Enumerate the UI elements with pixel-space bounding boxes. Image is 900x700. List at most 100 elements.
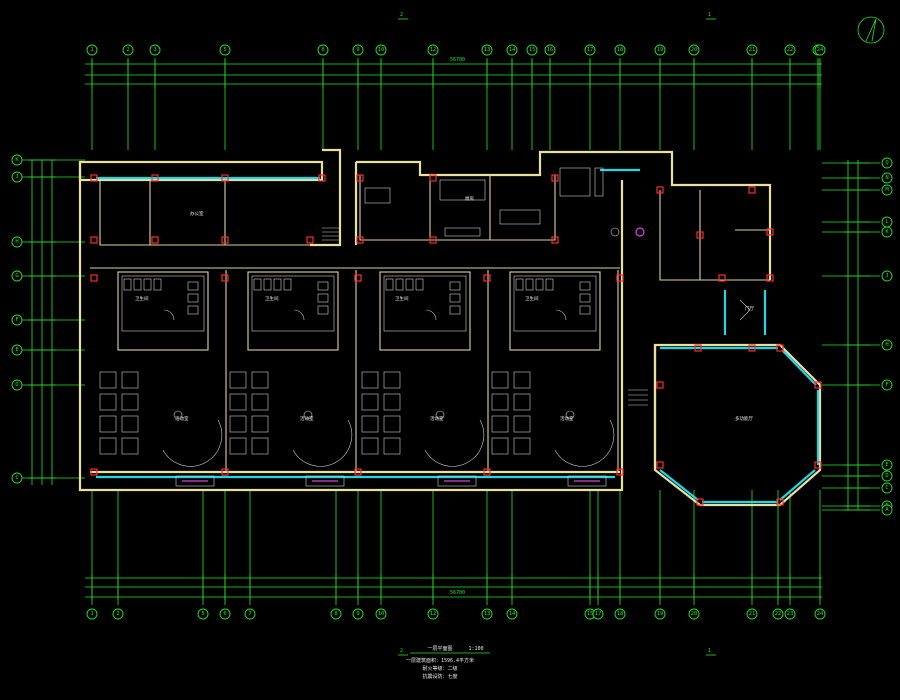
column-marker [354,468,362,476]
axis-label: 12 [430,47,437,53]
room-label: 活动室 [430,415,444,422]
column-marker [221,174,229,182]
column-marker [776,344,784,352]
axis-label: 19 [657,611,664,617]
axis-label: 2 [126,47,129,53]
column-marker [90,468,98,476]
total-dimension-bottom: 56700 [450,590,465,596]
axis-bubble-left: J [11,171,23,183]
room-label: 卫生间 [525,295,539,302]
north-arrow-icon [857,16,885,44]
column-marker [616,468,624,476]
classroom-unit [229,270,357,487]
axis-label: F [885,382,888,388]
room-label: 卫生间 [265,295,279,302]
axis-label: F [15,317,18,323]
drawing-scale: 1:100 [468,646,483,652]
building-walls [78,148,822,507]
axis-bubble-top: 8 [317,44,329,56]
axis-label: 10 [378,611,385,617]
column-marker [151,236,159,244]
column-marker [90,274,98,282]
axis-label: C [15,475,18,481]
axis-label: K [885,229,889,235]
room-label: 多功能厅 [735,415,753,422]
column-marker [766,228,774,236]
axis-bubble-right: E [881,459,893,471]
axis-label: 21 [749,611,756,617]
axis-bubble-left: E [11,344,23,356]
column-marker [151,174,159,182]
axis-label: K [15,157,19,163]
axis-label: 9 [356,611,359,617]
axis-bubble-top: 1 [86,44,98,56]
axis-label: 2 [116,611,119,617]
drawing-title-block: 一层平面图 1:100 一层建筑面积：1596.4平方米 耐火等级：二级 抗震设… [406,646,490,680]
axis-label: 17 [587,47,594,53]
axis-bubble-left: H [11,236,23,248]
axis-bubble-top: 13 [481,44,493,56]
column-marker [429,236,437,244]
axis-label: D [885,473,888,479]
column-marker [656,461,664,469]
axis-bubble-bottom: 18 [614,608,626,620]
axis-label: 17 [595,611,602,617]
axis-label: 9 [356,47,359,53]
classroom-units [99,270,619,487]
axis-label: 15 [529,47,536,53]
column-marker [696,498,704,506]
column-marker [748,186,756,194]
room-label: 门厅 [745,305,754,312]
axis-bubble-left: K [11,154,23,166]
total-dimension-top: 56700 [450,57,465,63]
axis-bubble-top: 15 [526,44,538,56]
axis-grid: 1235891012131415161718192021222324125678… [11,44,893,620]
column-marker [356,174,364,182]
axis-label: 8 [334,611,337,617]
column-marker [718,274,726,282]
axis-bubble-right: F [881,379,893,391]
axis-bubble-top: 18 [614,44,626,56]
axis-bubble-top: 9 [352,44,364,56]
axis-label: M [885,187,889,193]
column-marker [483,468,491,476]
axis-bubble-bottom: 23 [784,608,796,620]
axis-bubble-top: 22 [784,44,796,56]
axis-label: N [885,175,888,181]
axis-label: 7 [248,611,251,617]
column-marker [656,381,664,389]
column-marker [318,174,326,182]
axis-bubble-bottom: 24 [814,608,826,620]
drawing-title: 一层平面图 [427,646,452,652]
axis-label: E [15,347,18,353]
column-marker [656,186,664,194]
axis-label: L [885,219,889,225]
note-2: 耐火等级：二级 [422,665,457,672]
svg-text:2: 2 [400,12,403,18]
axis-label: H [885,342,888,348]
axis-bubble-left: C [11,472,23,484]
axis-bubble-left: D [11,379,23,391]
dimension-ticks [28,60,870,600]
column-marker [696,231,704,239]
axis-bubble-top: 5 [219,44,231,56]
note-3: 抗震设防：七度 [422,673,457,680]
column-marker [748,344,756,352]
column-marker [221,274,229,282]
axis-label: A [885,507,889,513]
axis-bubble-bottom: 20 [688,608,700,620]
structural-columns [90,174,822,506]
axis-bubble-bottom: 12 [427,608,439,620]
axis-bubble-top: 12 [427,44,439,56]
axis-label: 19 [657,47,664,53]
axis-label: 8 [321,47,324,53]
room-label: 卫生间 [135,295,149,302]
axis-label: D [15,382,18,388]
axis-bubble-top: 2 [122,44,134,56]
axis-bubble-right: D [881,470,893,482]
axis-label: J [15,174,18,180]
column-marker [90,174,98,182]
axis-bubble-top: 16 [544,44,556,56]
axis-bubble-bottom: 7 [244,608,256,620]
axis-label: 5 [223,47,226,53]
